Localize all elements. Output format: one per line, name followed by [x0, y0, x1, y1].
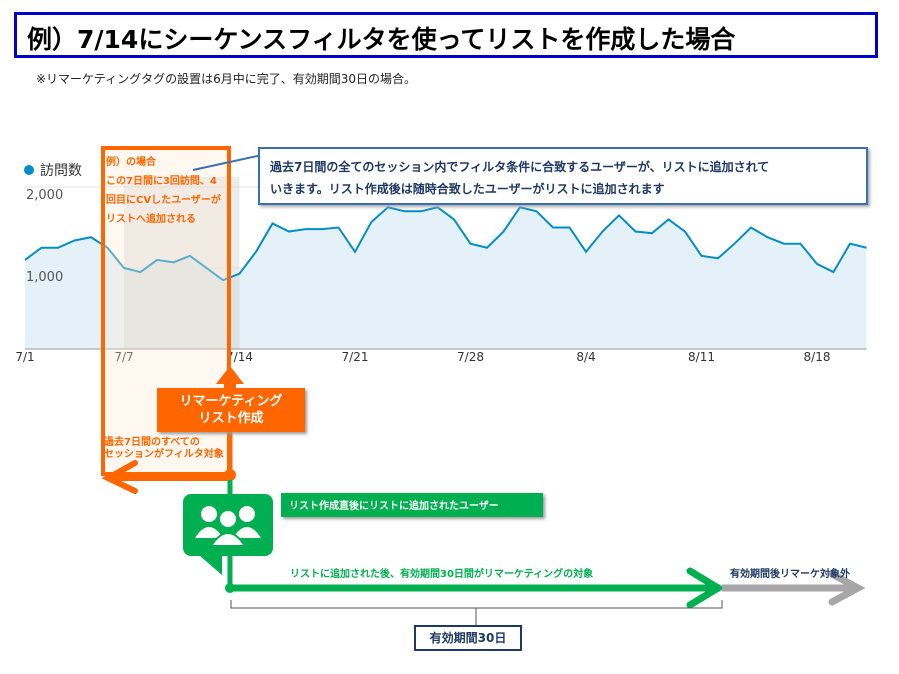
x-tick-label: 8/4 — [576, 350, 596, 364]
visits-chart — [24, 150, 867, 350]
window-shade — [124, 177, 240, 349]
x-tick-label: 7/7 — [114, 350, 134, 364]
y-tick-label: 2,000 — [26, 188, 64, 203]
callout-line: 過去7日間の全てのセッション内でフィルタ条件に合致するユーザーが、リストに追加さ… — [270, 160, 770, 174]
create-list-line: リスト作成 — [198, 411, 264, 426]
filter-note-line: 過去7日間のすべての — [104, 437, 200, 448]
x-tick-label: 8/18 — [803, 350, 831, 364]
filter-note: 過去7日間のすべての セッションがフィルタ対象 — [104, 437, 224, 461]
example-note-line: リストへ追加される — [106, 214, 196, 225]
gray-arrow-head-icon — [828, 570, 866, 606]
x-tick-label: 7/28 — [457, 350, 484, 364]
callout-pointer — [192, 154, 263, 171]
green-label: リスト作成直後にリストに追加されたユーザー — [281, 493, 543, 517]
x-tick-label: 8/11 — [688, 350, 715, 364]
create-list-label: リマーケティング リスト作成 — [157, 388, 305, 432]
users-icon — [183, 494, 273, 556]
example-note-line: 例）の場合 — [106, 157, 156, 168]
page-title: 例）7/14にシーケンスフィルタを使ってリストを作成した場合 — [14, 12, 878, 58]
y-tick-label: 1,000 — [26, 270, 64, 285]
x-tick-label: 7/21 — [341, 350, 369, 364]
visits-line — [24, 206, 867, 282]
gray-text: 有効期間後リマーケ対象外 — [730, 569, 850, 580]
x-tick-label: 7/1 — [15, 350, 35, 364]
legend-label: 訪問数 — [40, 163, 82, 179]
callout-line: いきます。リスト作成後は随時合致したユーザーがリストに追加されます — [270, 182, 665, 196]
example-note-line: この7日間に3回訪問、4 — [106, 176, 217, 187]
note-text: ※リマーケティングタグの設置は6月中に完了、有効期間30日の場合。 — [36, 72, 417, 86]
green-arrow-head-icon — [686, 567, 725, 609]
callout-box: 過去7日間の全てのセッション内でフィルタ条件に合致するユーザーが、リストに追加さ… — [258, 147, 868, 205]
x-tick-label: 7/14 — [226, 350, 253, 364]
legend-dot-icon — [24, 165, 34, 175]
example-note: 例）の場合 この7日間に3回訪問、4 回目にCVしたユーザーが リストへ追加され… — [106, 153, 231, 229]
area-fill — [25, 207, 867, 349]
period-label: 有効期間30日 — [414, 625, 522, 651]
example-note-line: 回目にCVしたユーザーが — [106, 195, 221, 206]
chart-legend: 訪問数 — [24, 160, 82, 180]
left-arrow-head-icon — [101, 460, 138, 494]
period-bracket — [230, 600, 723, 616]
green-text: リストに追加された後、有効期間30日間がリマーケティングの対象 — [290, 569, 594, 580]
create-list-line: リマーケティング — [179, 394, 283, 409]
filter-note-line: セッションがフィルタ対象 — [104, 449, 224, 460]
up-arrow-icon — [216, 366, 244, 390]
